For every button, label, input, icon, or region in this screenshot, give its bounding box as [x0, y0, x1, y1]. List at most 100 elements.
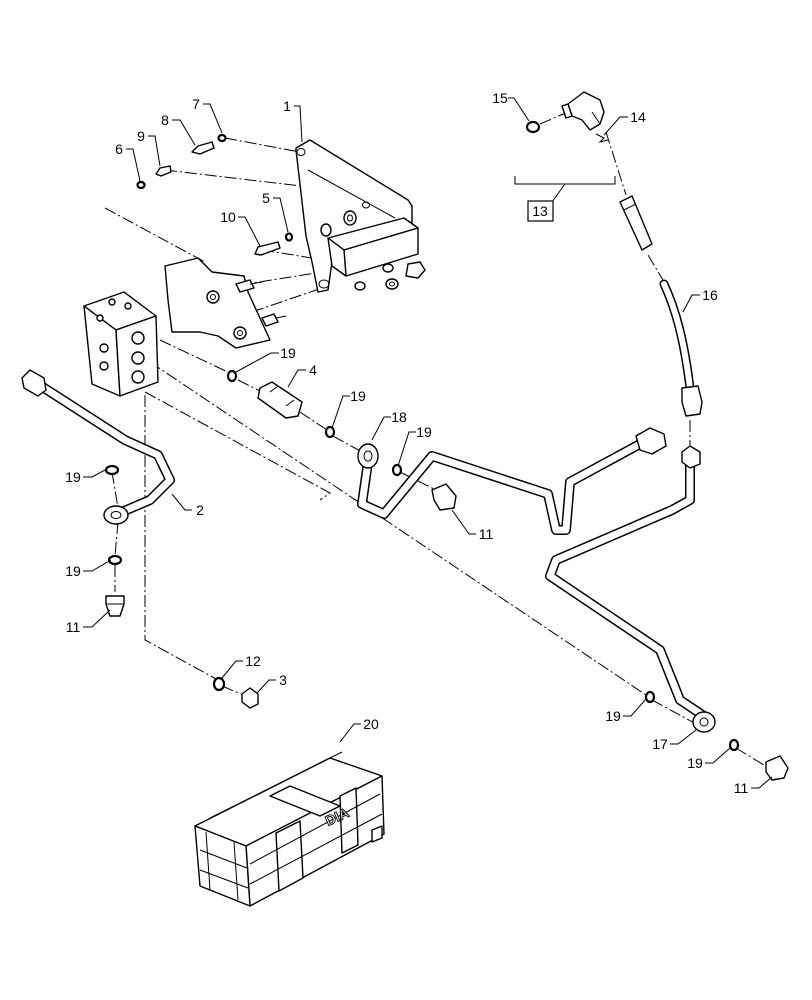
hydraulic-hose-16 [659, 279, 703, 417]
o-ring-adapter-out [324, 425, 336, 439]
fastener-group [136, 133, 294, 256]
valve-mounting-plate [164, 257, 287, 349]
bolt-8 [191, 141, 215, 155]
callout-7: 7 [192, 96, 223, 134]
o-ring-17-out [728, 738, 740, 752]
callout-label: 13 [532, 203, 548, 219]
callout-label: 11 [66, 619, 81, 635]
callout-label: 19 [605, 708, 621, 724]
o-ring-15 [525, 120, 541, 134]
bolt-9 [155, 165, 172, 177]
o-ring-12 [212, 676, 226, 692]
right-hydraulic-tube [545, 445, 789, 781]
bracket-hardware [320, 210, 426, 291]
callout-label: 6 [115, 141, 123, 157]
banjo-fitting-left [103, 505, 129, 525]
callout-19-c: 19 [397, 424, 432, 467]
callout-15: 15 [492, 90, 530, 122]
callout-label: 20 [363, 716, 379, 732]
callout-16: 16 [682, 287, 718, 313]
callout-19-g: 19 [687, 747, 731, 771]
bracket-13 [514, 176, 616, 222]
adapter-4 [257, 381, 303, 419]
callout-label: 17 [652, 736, 668, 752]
callout-19-b: 19 [331, 388, 366, 429]
callout-2: 2 [171, 493, 204, 518]
banjo-fitting-17 [692, 711, 716, 733]
shipping-crate: DIA [194, 751, 385, 907]
callout-label: 19 [687, 755, 703, 771]
callouts: 7 8 9 6 1 5 10 15 14 13 16 19 4 19 18 19… [65, 90, 773, 796]
o-ring-adapter-in [226, 369, 238, 383]
adapter-assembly [226, 369, 336, 439]
callout-1: 1 [283, 98, 303, 143]
banjo-bolt-left [105, 595, 125, 617]
callout-6: 6 [115, 141, 141, 182]
callout-label: 14 [630, 109, 646, 125]
callout-label: 16 [702, 287, 718, 303]
mounting-bracket [295, 139, 419, 293]
tube-nut-fitting [21, 369, 47, 397]
cap-assembly [212, 676, 259, 709]
banjo-bolt-11-middle [431, 483, 457, 511]
o-ring-14 [595, 133, 609, 143]
callout-5: 5 [262, 190, 289, 233]
o-ring-left-upper [104, 464, 120, 476]
callout-label: 7 [192, 96, 200, 112]
left-hydraulic-tube [21, 369, 175, 617]
washer-5 [284, 232, 294, 242]
callout-label: 19 [65, 469, 81, 485]
callout-label: 19 [350, 388, 366, 404]
callout-19-f: 19 [605, 698, 647, 724]
callout-19-e: 19 [65, 559, 112, 579]
callout-11-middle: 11 [451, 509, 494, 542]
callout-label: 4 [309, 362, 317, 378]
callout-label: 1 [283, 98, 291, 114]
callout-label: 19 [65, 563, 81, 579]
callout-19-d: 19 [65, 468, 108, 485]
straight-adapter [619, 195, 653, 251]
callout-14: 14 [603, 109, 646, 136]
callout-10: 10 [220, 209, 261, 247]
callout-label: 18 [391, 409, 407, 425]
callout-12: 12 [221, 653, 261, 679]
callout-4: 4 [287, 362, 317, 388]
callout-label: 11 [734, 780, 749, 796]
callout-label: 9 [137, 128, 145, 144]
callout-label: 12 [245, 653, 261, 669]
callout-label: 2 [196, 502, 204, 518]
callout-label: 19 [280, 345, 296, 361]
tube-nut-right [681, 445, 701, 469]
elbow-fitting-kit [525, 91, 653, 251]
callout-8: 8 [161, 112, 196, 146]
o-ring-17-in [644, 690, 656, 704]
callout-18: 18 [371, 409, 407, 441]
hydraulic-valve-block [83, 291, 159, 397]
banjo-bolt-11-right [765, 755, 789, 781]
banjo-fitting-18 [357, 443, 379, 469]
callout-11-left: 11 [66, 609, 111, 635]
callout-20: 20 [339, 716, 379, 743]
callout-3: 3 [256, 672, 287, 694]
callout-17: 17 [652, 729, 697, 752]
callout-label: 8 [161, 112, 169, 128]
o-ring-left-lower [107, 554, 123, 566]
callout-label: 15 [492, 90, 508, 106]
middle-hydraulic-tube [357, 427, 667, 535]
callout-9: 9 [137, 128, 161, 167]
elbow-fitting [567, 91, 605, 131]
callout-label: 3 [279, 672, 287, 688]
cap-nut-3 [241, 687, 259, 709]
tube-nut-middle [635, 427, 667, 455]
washer-7 [217, 133, 227, 143]
callout-11-right: 11 [734, 776, 773, 796]
callout-13: 13 [532, 203, 548, 219]
callout-label: 5 [262, 190, 270, 206]
callout-label: 19 [416, 424, 432, 440]
callout-label: 10 [220, 209, 236, 225]
callout-label: 11 [479, 526, 494, 542]
bolt-10 [254, 241, 281, 256]
callout-19-a: 19 [235, 345, 296, 373]
washer-6 [136, 180, 146, 190]
